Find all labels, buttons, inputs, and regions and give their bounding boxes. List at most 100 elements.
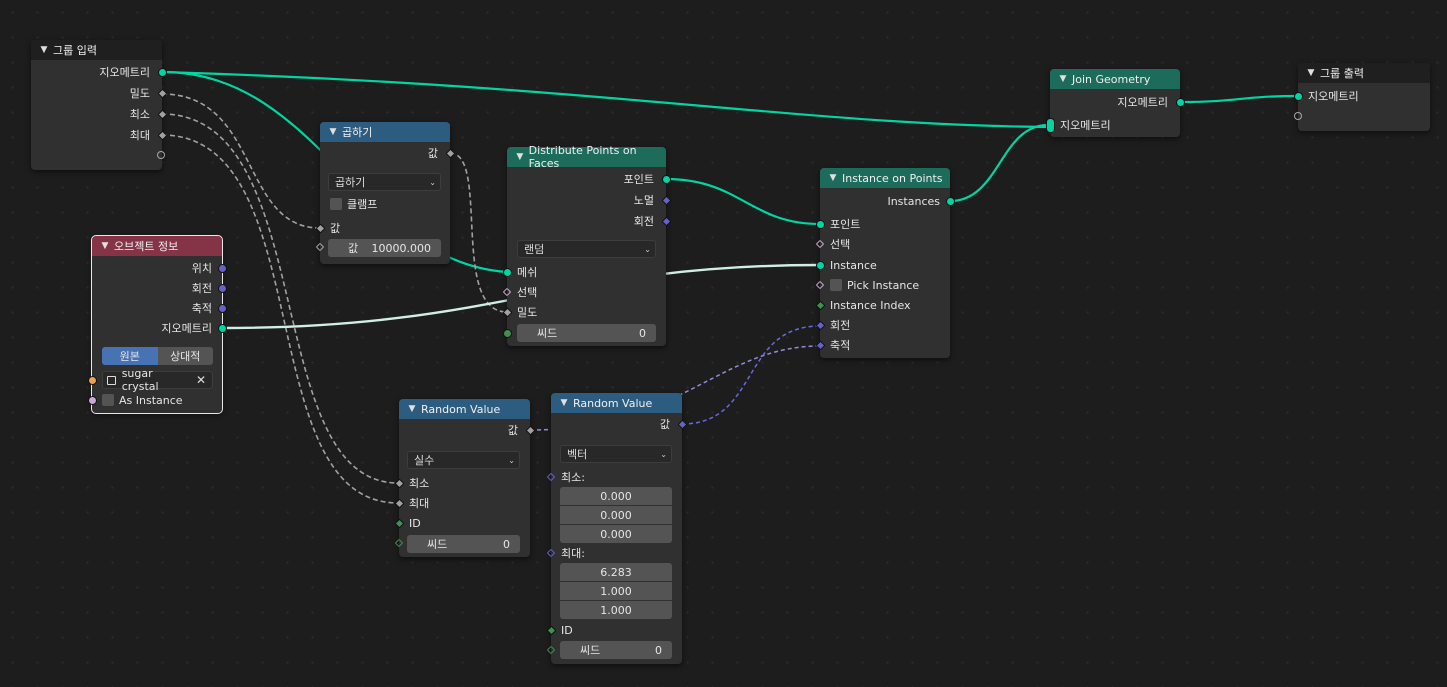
output-socket[interactable] (218, 304, 227, 313)
min-vector-fields[interactable]: 0.000 0.000 0.000 (560, 487, 672, 543)
input-row: 메쉬 (507, 262, 666, 282)
chevron-down-icon: ⌄ (644, 244, 651, 254)
dropdown-value: 벡터 (567, 448, 588, 461)
object-field[interactable]: sugar crystal ✕ (102, 367, 213, 393)
output-row: 위치 (92, 258, 222, 278)
seed-field[interactable]: 씨드 0 (560, 641, 672, 659)
input-socket[interactable] (315, 242, 325, 252)
field-value: 0 (503, 537, 510, 551)
value-field[interactable]: 값 10000.000 (328, 239, 441, 257)
multi-input-socket[interactable] (1046, 118, 1055, 133)
instance-on-points-node[interactable]: ▼ Instance on Points Instances 포인트 선택 In… (815, 168, 955, 358)
close-icon[interactable]: ✕ (195, 373, 206, 387)
output-socket[interactable] (218, 264, 227, 273)
output-socket[interactable] (946, 197, 955, 206)
input-socket[interactable] (546, 645, 556, 655)
max-vector-fields[interactable]: 6.283 1.000 1.000 (560, 563, 672, 619)
chevron-down-icon[interactable]: ▼ (408, 404, 416, 414)
input-row: ID (399, 513, 530, 533)
input-socket[interactable] (503, 329, 512, 338)
min-x-field[interactable]: 0.000 (560, 487, 672, 505)
output-socket[interactable] (1176, 98, 1185, 107)
chevron-down-icon[interactable]: ▼ (1307, 68, 1315, 78)
output-socket[interactable] (218, 324, 227, 333)
chevron-down-icon[interactable]: ▼ (40, 45, 48, 55)
chevron-down-icon: ⌄ (508, 455, 515, 465)
multiply-node[interactable]: ▼ 곱하기 값 곱하기 ⌄ 클램프 값 값 10000.000 (315, 122, 456, 264)
socket-label: ID (409, 516, 421, 530)
random-value-float-node[interactable]: ▼ Random Value 값 실수 ⌄ 최소 최대 ID 씨드 0 (394, 399, 536, 557)
node-header[interactable]: ▼ 그룹 출력 (1298, 63, 1430, 83)
field-label: 씨드 (580, 644, 601, 657)
socket-label: 값 (659, 418, 670, 431)
chevron-down-icon[interactable]: ▼ (329, 127, 337, 137)
input-socket[interactable] (1294, 92, 1303, 101)
input-socket[interactable] (394, 538, 404, 548)
group-input-node[interactable]: ▼ 그룹 입력 지오메트리 밀도 최소 최대 (31, 40, 168, 170)
input-row: 회전 (820, 315, 950, 335)
as-instance-row[interactable]: As Instance (92, 390, 222, 410)
chevron-down-icon[interactable]: ▼ (1059, 74, 1067, 84)
seed-field[interactable]: 씨드 0 (407, 535, 520, 553)
seed-field[interactable]: 씨드 0 (517, 324, 656, 342)
original-option[interactable]: 원본 (102, 347, 158, 365)
as-instance-checkbox[interactable] (102, 394, 114, 406)
socket-label: 지오메트리 (1117, 96, 1168, 109)
random-value-vector-node[interactable]: ▼ Random Value 값 벡터 ⌄ 최소: 0.000 0.000 0.… (546, 393, 688, 664)
input-socket[interactable] (88, 396, 97, 405)
output-socket[interactable] (218, 284, 227, 293)
socket-label: 값 (427, 147, 438, 160)
join-geometry-node[interactable]: ▼ Join Geometry 지오메트리 지오메트리 (1046, 69, 1185, 137)
clamp-row[interactable]: 클램프 (320, 194, 450, 214)
chevron-down-icon[interactable]: ▼ (516, 152, 524, 162)
input-socket[interactable] (503, 268, 512, 277)
transform-space-toggle[interactable]: 원본 상대적 (102, 347, 213, 365)
pick-instance-row[interactable]: Pick Instance (820, 275, 950, 295)
object-input-socket[interactable] (88, 376, 97, 385)
operation-dropdown[interactable]: 곱하기 ⌄ (328, 173, 441, 191)
node-header[interactable]: ▼ 그룹 입력 (31, 40, 162, 60)
mode-dropdown[interactable]: 랜덤 ⌄ (517, 240, 656, 258)
output-socket[interactable] (158, 68, 167, 77)
object-info-node[interactable]: ▼ 오브젝트 정보 위치 회전 축적 지오메트리 원본 상대적 sugar cr… (88, 235, 227, 414)
input-socket[interactable] (816, 261, 825, 270)
input-row: 최대 (399, 493, 530, 513)
pick-instance-checkbox[interactable] (830, 279, 842, 291)
output-row: 최소 (31, 104, 162, 124)
socket-label: 최대 (129, 129, 150, 142)
node-title: Distribute Points on Faces (528, 144, 637, 170)
input-socket[interactable] (816, 220, 825, 229)
output-row: 값 (551, 414, 682, 434)
max-y-field[interactable]: 1.000 (560, 582, 672, 600)
node-header[interactable]: ▼ Join Geometry (1050, 69, 1180, 89)
node-header[interactable]: ▼ Instance on Points (820, 168, 950, 188)
chevron-down-icon[interactable]: ▼ (829, 173, 837, 183)
node-header[interactable]: ▼ 오브젝트 정보 (92, 236, 222, 256)
chevron-down-icon[interactable]: ▼ (560, 398, 568, 408)
node-header[interactable]: ▼ Random Value (551, 393, 682, 413)
node-header[interactable]: ▼ Distribute Points on Faces (507, 144, 666, 170)
node-header[interactable]: ▼ Random Value (399, 399, 530, 419)
node-title: Random Value (573, 396, 653, 410)
max-x-field[interactable]: 6.283 (560, 563, 672, 581)
data-type-dropdown[interactable]: 벡터 ⌄ (560, 445, 672, 463)
empty-input-socket[interactable] (1294, 112, 1302, 120)
data-type-dropdown[interactable]: 실수 ⌄ (407, 451, 520, 469)
link-random2-to-rotation (681, 325, 821, 425)
output-socket[interactable] (662, 175, 671, 184)
distribute-points-node[interactable]: ▼ Distribute Points on Faces 포인트 노멀 회전 랜… (502, 144, 672, 346)
min-z-field[interactable]: 0.000 (560, 525, 672, 543)
node-header[interactable]: ▼ 곱하기 (320, 122, 450, 142)
group-output-node[interactable]: ▼ 그룹 출력 지오메트리 (1294, 63, 1430, 131)
max-z-field[interactable]: 1.000 (560, 601, 672, 619)
socket-label: 최대: (561, 547, 585, 560)
dropdown-value: 곱하기 (335, 176, 366, 189)
clamp-checkbox[interactable] (330, 198, 342, 210)
chevron-down-icon[interactable]: ▼ (101, 241, 109, 251)
empty-output-socket[interactable] (157, 151, 165, 159)
socket-label: 축적 (191, 302, 212, 315)
relative-option[interactable]: 상대적 (157, 347, 213, 365)
min-y-field[interactable]: 0.000 (560, 506, 672, 524)
socket-label: 메쉬 (517, 266, 538, 279)
field-label: 값 (348, 242, 359, 255)
